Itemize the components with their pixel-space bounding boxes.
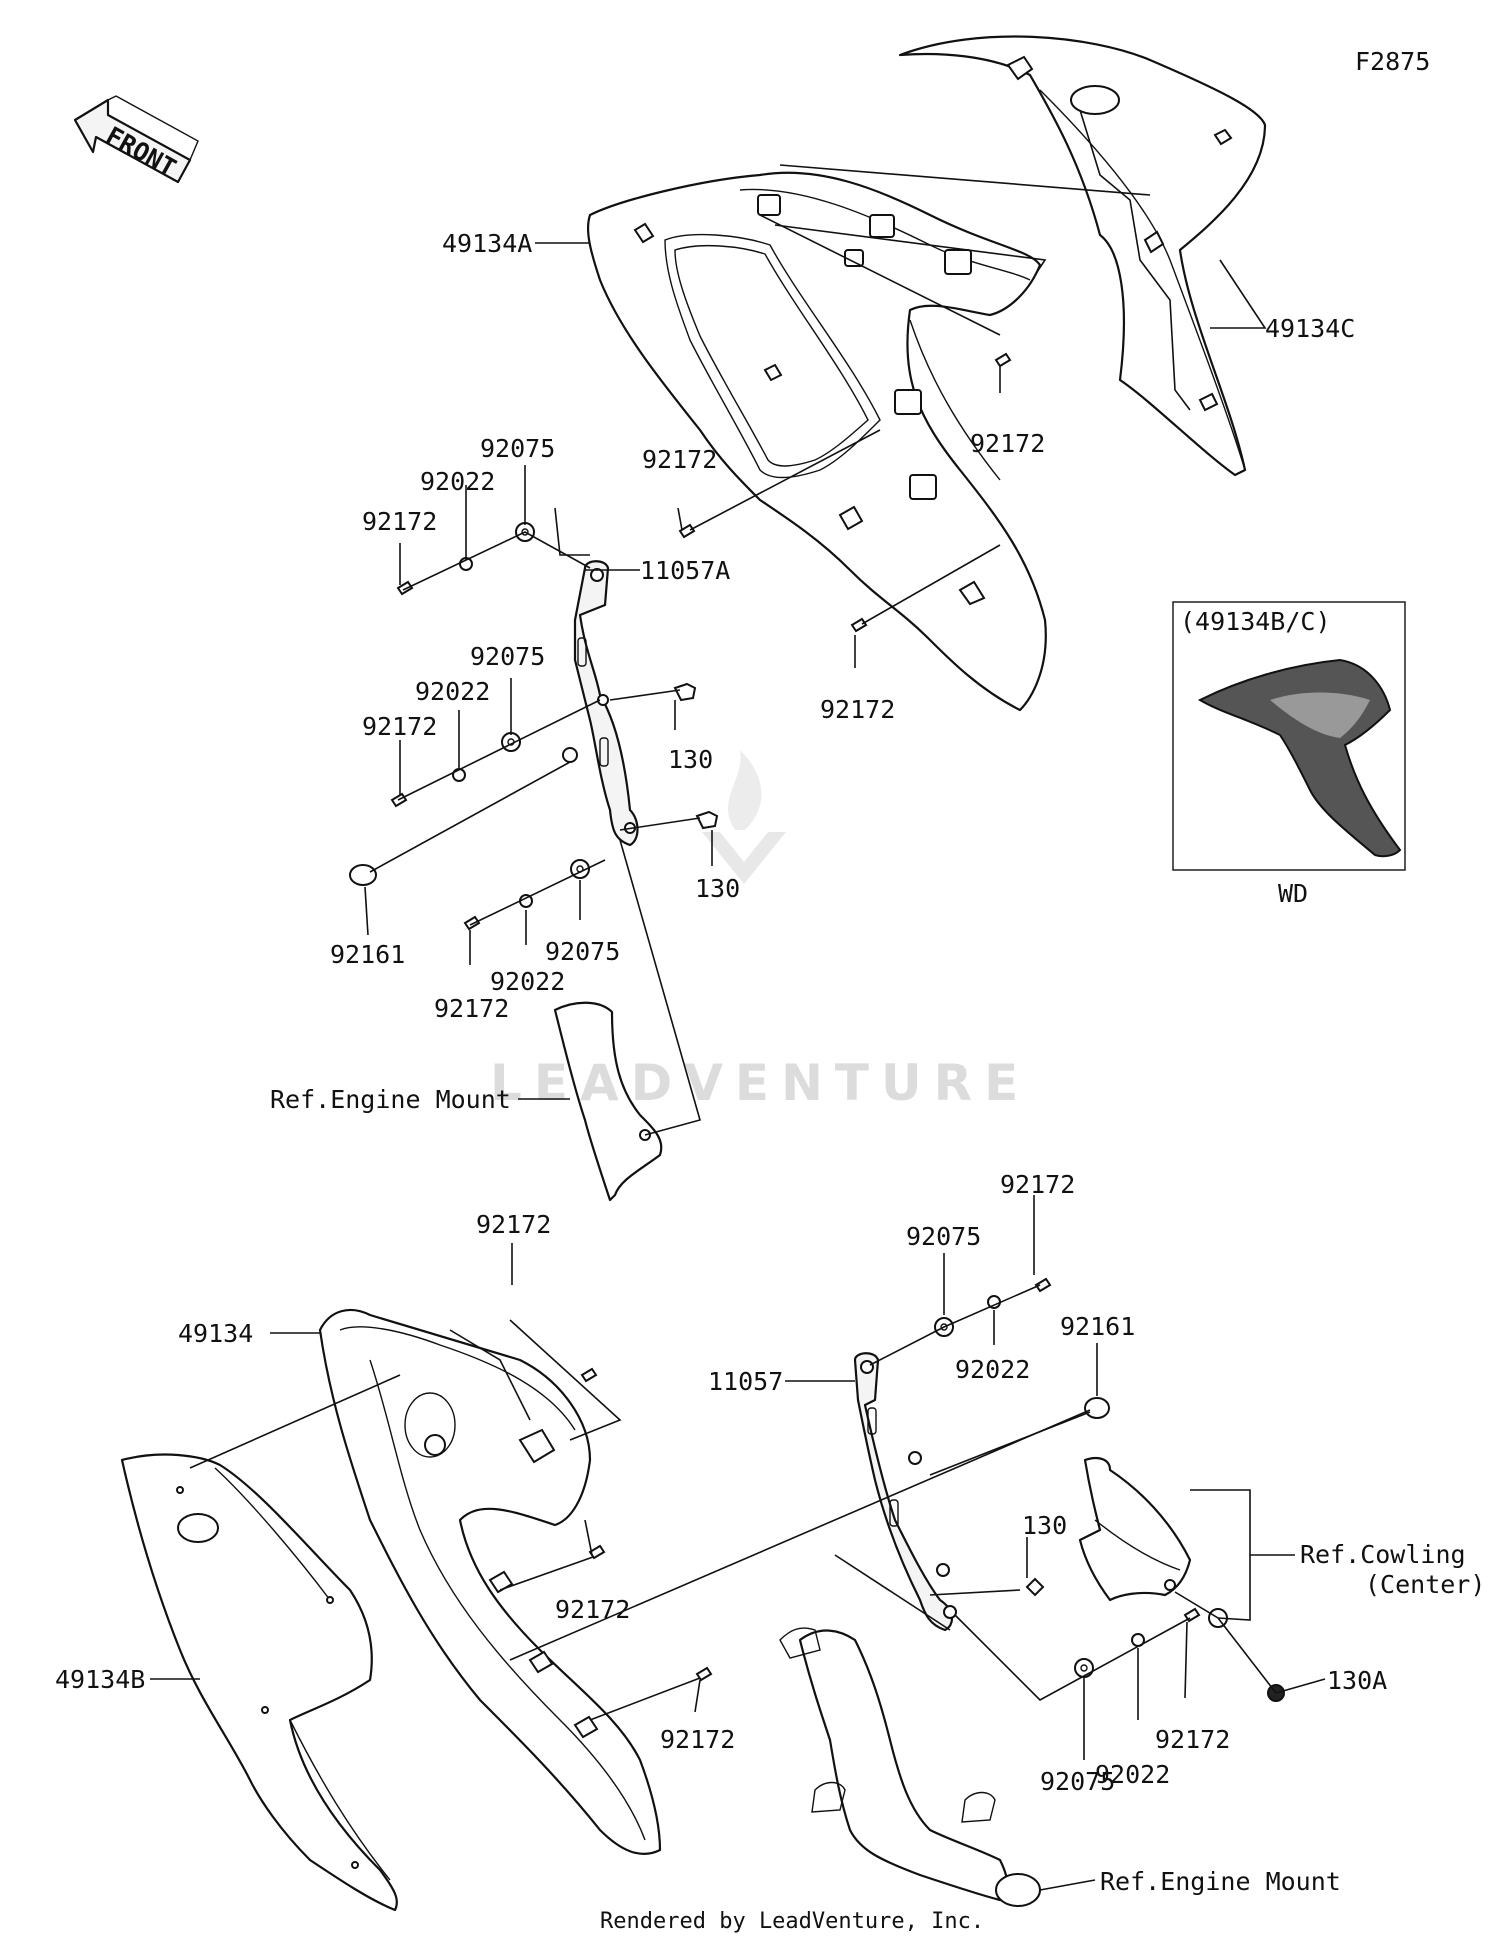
watermark-text: LEADVENTURE (490, 1054, 1030, 1112)
label-92022-d: 92022 (955, 1355, 1030, 1384)
label-92075-a: 92075 (480, 434, 555, 463)
label-92022-c: 92022 (490, 967, 565, 996)
label-130A: 130A (1327, 1666, 1387, 1695)
label-92172-j: 92172 (660, 1725, 735, 1754)
label-leaders (150, 242, 1326, 1891)
label-92172-g: 92172 (476, 1210, 551, 1239)
label-ref-cowling: Ref.Cowling (1300, 1540, 1466, 1569)
label-92161-upper: 92161 (330, 940, 405, 969)
part-49134B-cover (120, 1374, 401, 1912)
label-92075-b: 92075 (470, 642, 545, 671)
label-92172-a: 92172 (642, 445, 717, 474)
label-92075-d: 92075 (906, 1222, 981, 1251)
inset-cover-pattern (1270, 692, 1370, 738)
label-49134: 49134 (178, 1319, 253, 1348)
label-49134B: 49134B (55, 1665, 145, 1694)
label-92172-e: 92172 (362, 712, 437, 741)
watermark-logo-icon (702, 832, 786, 884)
footer-credit: Rendered by LeadVenture, Inc. (600, 1909, 984, 1934)
label-130-upper: 130 (668, 745, 713, 774)
inset-cover-graphic (1197, 658, 1402, 858)
label-92172-d: 92172 (820, 695, 895, 724)
part-49134A-inner-cover (586, 164, 1151, 712)
label-92172-h: 92172 (1000, 1170, 1075, 1199)
cowling-center-ref (1078, 1456, 1192, 1602)
label-92022-b: 92022 (415, 677, 490, 706)
label-92022-a: 92022 (420, 467, 495, 496)
label-92172-c: 92172 (362, 507, 437, 536)
label-92172-i: 92172 (555, 1595, 630, 1624)
engine-mount-upper (553, 839, 701, 1202)
part-11057-bracket (853, 1352, 957, 1632)
label-11057A: 11057A (640, 556, 730, 585)
label-92172-f: 92172 (434, 994, 509, 1023)
part-49134C-cover (898, 35, 1267, 477)
lower-hardware (499, 1277, 1285, 1721)
label-49134C: 49134C (1265, 314, 1355, 343)
label-92161-lower: 92161 (1060, 1312, 1135, 1341)
diagram-code: F2875 (1355, 47, 1430, 76)
front-label: FRONT (101, 121, 181, 183)
front-arrow-icon: FRONT (73, 95, 199, 184)
part-11057A-bracket (562, 560, 639, 847)
label-92022-e: 92022 (1095, 1760, 1170, 1789)
label-ref-engine-mount-lower: Ref.Engine Mount (1100, 1867, 1341, 1896)
engine-mount-lower (779, 1554, 1041, 1907)
inset-title: (49134B/C) (1180, 607, 1331, 636)
label-92075-e: 92075 (1040, 1767, 1115, 1796)
label-130-middle: 130 (695, 874, 740, 903)
label-ref-cowling-center: (Center) (1365, 1570, 1485, 1599)
label-92172-b: 92172 (970, 429, 1045, 458)
variant-inset: (49134B/C) WD (1172, 601, 1406, 908)
watermark-flame-icon (728, 750, 762, 830)
labels: 49134A 49134C 49134 49134B 11057A 11057 … (55, 229, 1485, 1896)
upper-hardware (349, 352, 1012, 931)
label-11057: 11057 (708, 1367, 783, 1396)
label-130-lower: 130 (1022, 1511, 1067, 1540)
label-92172-k: 92172 (1155, 1725, 1230, 1754)
part-49134-inner-cover (318, 1308, 662, 1855)
label-92075-c: 92075 (545, 937, 620, 966)
watermark: LEADVENTURE (490, 750, 1030, 1112)
label-49134A: 49134A (442, 229, 532, 258)
inset-caption: WD (1278, 879, 1308, 908)
label-ref-engine-mount-upper: Ref.Engine Mount (270, 1085, 511, 1114)
